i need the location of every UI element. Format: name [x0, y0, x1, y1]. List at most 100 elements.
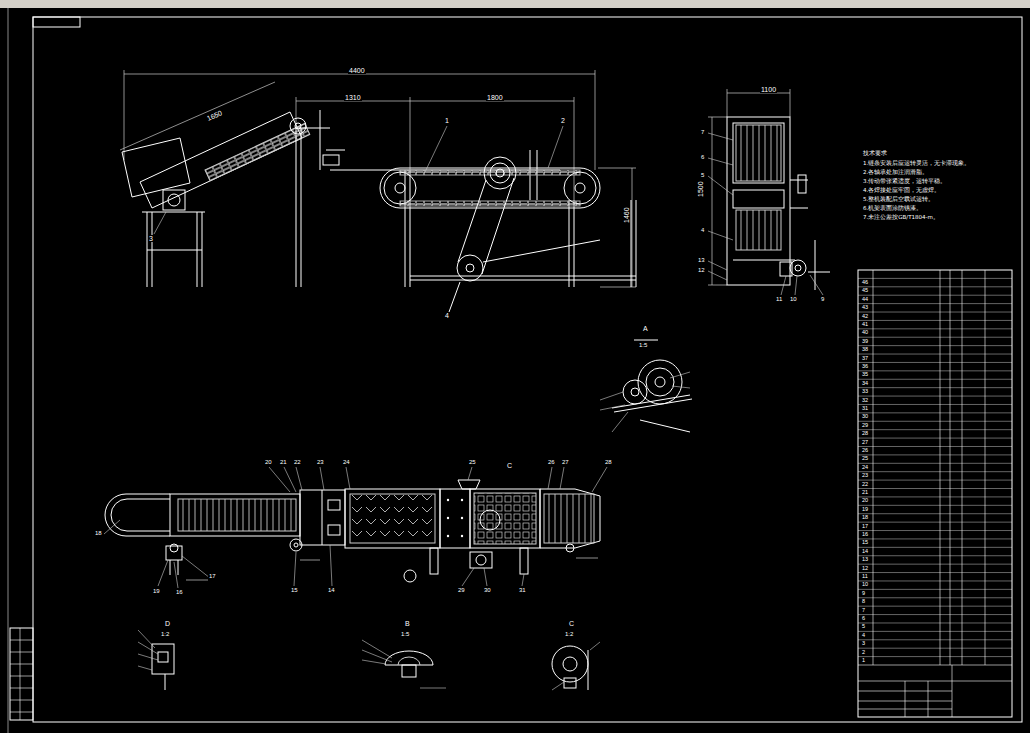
callout-number: 15 [290, 587, 299, 593]
view-scale: 1:2 [564, 631, 574, 637]
table-cell: 21 [861, 490, 869, 496]
table-cell: 26 [861, 448, 869, 454]
table-rule [858, 648, 1012, 649]
table-rule [858, 278, 1012, 279]
technical-note: 3.传动带张紧适度，运转平稳。 [862, 179, 947, 185]
callout-number: 17 [208, 573, 217, 579]
view-letter: A [642, 325, 649, 332]
table-rule [858, 555, 1012, 556]
table-cell: 14 [861, 549, 869, 555]
dimension: 1800 [486, 94, 504, 101]
technical-note: 4.各焊接处应牢固，无虚焊。 [862, 188, 941, 194]
table-rule [858, 597, 1012, 598]
table-rule [858, 496, 1012, 497]
view-letter: B [404, 620, 411, 627]
table-rule [858, 589, 1012, 590]
table-rule [858, 295, 1012, 296]
callout-number: 4 [444, 312, 450, 319]
technical-note: 7.未注公差按GB/T1804-m。 [862, 215, 940, 221]
callout-number: 13 [697, 257, 706, 263]
callout-number: 6 [700, 154, 705, 160]
callout-number: 1 [444, 117, 450, 124]
view-scale: 1:5 [400, 631, 410, 637]
table-rule [858, 303, 1012, 304]
technical-note: 6.机架表面涂防锈漆。 [862, 206, 923, 212]
table-cell: 1 [861, 658, 866, 664]
table-rule [858, 379, 1012, 380]
technical-note: 1.链条安装后应运转灵活，无卡滞现象。 [862, 161, 971, 167]
callout-number: 16 [175, 589, 184, 595]
table-rule [858, 354, 1012, 355]
table-cell: 33 [861, 389, 869, 395]
table-rule [858, 286, 1012, 287]
table-rule [858, 488, 1012, 489]
table-cell: 4 [861, 633, 866, 639]
table-cell: 36 [861, 364, 869, 370]
table-rule [858, 631, 1012, 632]
table-rule [858, 471, 1012, 472]
table-rule [858, 328, 1012, 329]
table-cell: 3 [861, 641, 866, 647]
callout-number: 4 [700, 227, 705, 233]
table-rule [858, 412, 1012, 413]
table-cell: 32 [861, 398, 869, 404]
technical-note: 2.各轴承处加注润滑脂。 [862, 170, 929, 176]
table-cell: 38 [861, 347, 869, 353]
table-cell: 22 [861, 482, 869, 488]
table-cell: 11 [861, 574, 869, 580]
table-cell: 25 [861, 456, 869, 462]
table-rule [858, 622, 1012, 623]
table-rule [858, 522, 1012, 523]
callout-number: 18 [94, 530, 103, 536]
table-cell: 16 [861, 532, 869, 538]
table-cell: 23 [861, 473, 869, 479]
dimension: 1100 [760, 86, 777, 93]
callout-number: 21 [279, 459, 288, 465]
table-rule [858, 337, 1012, 338]
table-rule [858, 429, 1012, 430]
technical-note: 5.整机装配后空载试运转。 [862, 197, 935, 203]
table-rule [858, 639, 1012, 640]
table-rule [858, 614, 1012, 615]
view-letter: C [568, 620, 575, 627]
notes-heading: 技术要求 [862, 150, 888, 156]
table-cell: 13 [861, 557, 869, 563]
callout-number: 20 [264, 459, 273, 465]
table-cell: 40 [861, 330, 869, 336]
callout-number: 12 [697, 267, 706, 273]
table-rule [858, 656, 1012, 657]
table-cell: 41 [861, 322, 869, 328]
callout-number: 24 [342, 459, 351, 465]
callout-number: 14 [327, 587, 336, 593]
dimension: 4400 [348, 67, 366, 74]
callout-number: 27 [561, 459, 570, 465]
table-rule [858, 463, 1012, 464]
callout-number: 2 [560, 117, 566, 124]
table-cell: 6 [861, 616, 866, 622]
dimension: 1310 [344, 94, 362, 101]
view-letter: D [164, 620, 171, 627]
table-cell: 39 [861, 339, 869, 345]
callout-number: 28 [604, 459, 613, 465]
callout-number: 19 [152, 588, 161, 594]
table-cell: 29 [861, 423, 869, 429]
callout-number: 23 [316, 459, 325, 465]
table-rule [858, 505, 1012, 506]
callout-number: 30 [483, 587, 492, 593]
table-cell: 35 [861, 372, 869, 378]
callout-number: 10 [789, 296, 798, 302]
dimension: 1460 [623, 206, 630, 224]
table-cell: 5 [861, 624, 866, 630]
table-cell: 20 [861, 498, 869, 504]
callout-number: 25 [468, 459, 477, 465]
table-rule [858, 606, 1012, 607]
table-rule [858, 312, 1012, 313]
callout-number: 31 [518, 587, 527, 593]
table-rule [858, 387, 1012, 388]
view-letter: C [506, 462, 513, 469]
table-rule [858, 438, 1012, 439]
table-cell: 28 [861, 431, 869, 437]
table-cell: 24 [861, 465, 869, 471]
table-rule [858, 538, 1012, 539]
